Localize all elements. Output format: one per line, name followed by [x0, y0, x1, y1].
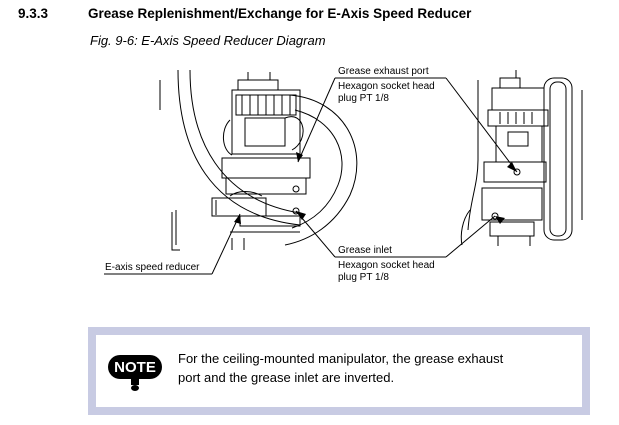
- note-text-line1: For the ceiling-mounted manipulator, the…: [178, 351, 504, 366]
- exhaust-port-label: Grease exhaust port: [338, 66, 429, 77]
- inlet-plug-label-line2: plug PT 1/8: [338, 272, 389, 283]
- right-view-drawing: [460, 70, 583, 246]
- grease-inlet-label: Grease inlet: [338, 245, 392, 256]
- exhaust-plug-label-line2: plug PT 1/8: [338, 93, 389, 104]
- figure-caption: Fig. 9-6: E-Axis Speed Reducer Diagram: [90, 33, 326, 48]
- section-number: 9.3.3: [18, 6, 49, 21]
- leader-arrowheads: [234, 152, 517, 224]
- note-inner: NOTE For the ceiling-mounted manipulator…: [96, 335, 582, 407]
- note-text-line2: port and the grease inlet are inverted.: [178, 370, 395, 385]
- note-box: NOTE For the ceiling-mounted manipulator…: [88, 327, 590, 415]
- section-title: Grease Replenishment/Exchange for E-Axis…: [88, 6, 472, 21]
- inlet-plug-label-line1: Hexagon socket head: [338, 260, 435, 271]
- note-badge-label: NOTE: [114, 359, 156, 376]
- leader-lines: [104, 77, 518, 275]
- note-icon: NOTE: [108, 355, 162, 391]
- section-header: 9.3.3 Grease Replenishment/Exchange for E…: [18, 6, 471, 21]
- left-view-drawing: [159, 69, 358, 251]
- speed-reducer-label: E-axis speed reducer: [105, 262, 200, 273]
- exhaust-plug-label-line1: Hexagon socket head: [338, 81, 435, 92]
- note-text: For the ceiling-mounted manipulator, the…: [178, 349, 578, 387]
